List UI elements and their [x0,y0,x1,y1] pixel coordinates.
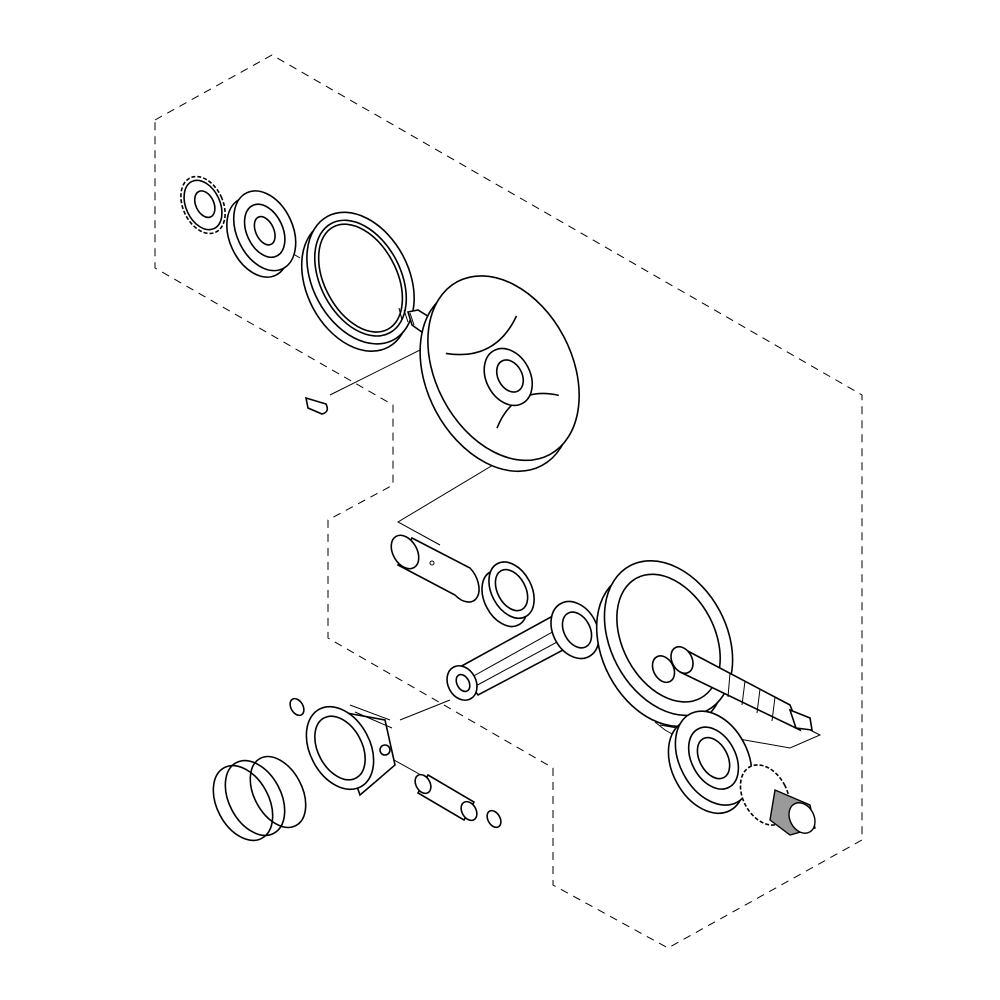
drive-gear-top [180,175,226,235]
oil-seal [300,211,415,352]
circlip-left [289,697,305,717]
piston [305,704,396,797]
woodruff-key [304,396,329,415]
piston-rings [212,755,307,842]
assembly-boundary-dashed [154,54,863,949]
circlip-right [486,809,502,829]
crankshaft-half-left [398,275,580,473]
crankshaft-half-right [595,559,813,732]
needle-bearing [481,561,535,628]
bearing-top [226,190,297,278]
piston-pin [414,773,478,822]
bearing-bottom [667,710,753,815]
crank-pin [390,534,480,603]
connecting-rod [446,600,600,701]
drive-gear-bottom [739,764,816,836]
